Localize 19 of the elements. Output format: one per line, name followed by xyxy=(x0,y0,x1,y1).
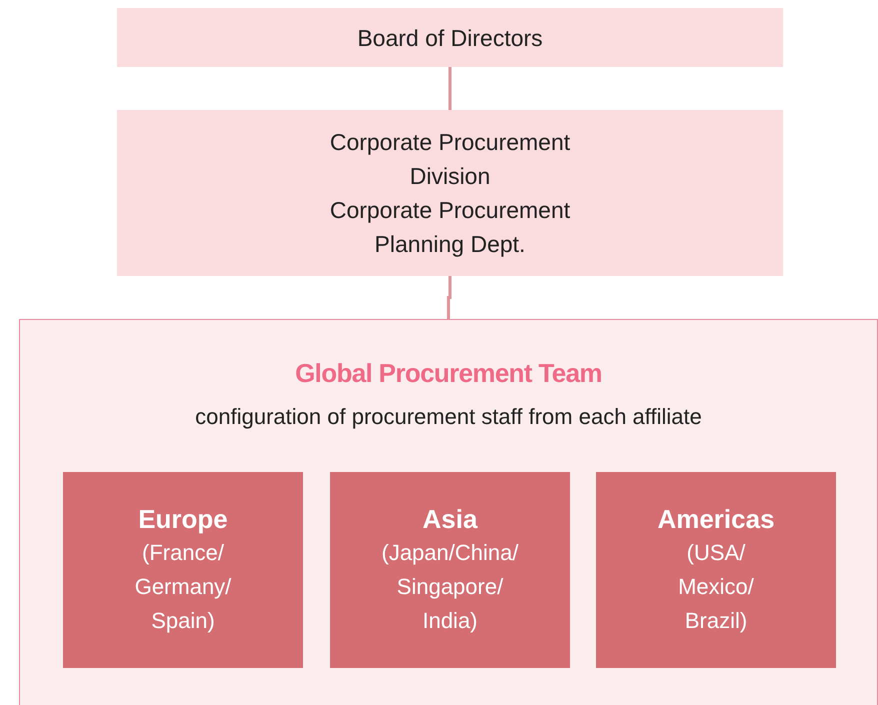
region-countries: (Japan/China/ Singapore/ India) xyxy=(380,539,520,635)
team-title: Global Procurement Team xyxy=(295,357,602,390)
team-panel xyxy=(19,319,878,705)
org-box xyxy=(117,110,783,276)
team-description: configuration of procurement staff from each affiliate xyxy=(195,403,702,431)
region-countries: (USA/ Mexico/ Brazil) xyxy=(677,539,755,635)
org-unit-name: Corporate Procurement Division xyxy=(328,128,572,191)
region-box xyxy=(330,472,570,668)
region-box xyxy=(63,472,303,668)
region-countries: (France/ Germany/ Spain) xyxy=(134,539,232,635)
org-box xyxy=(117,8,783,67)
region-name: Europe xyxy=(138,503,228,536)
org-unit-name: Board of Directors xyxy=(357,24,543,52)
region-box xyxy=(596,472,836,668)
connector-line xyxy=(448,67,452,110)
region-name: Americas xyxy=(657,503,775,536)
org-unit-name: Corporate Procurement Planning Dept. xyxy=(328,196,572,259)
region-name: Asia xyxy=(422,503,478,536)
connector-line xyxy=(447,276,452,319)
